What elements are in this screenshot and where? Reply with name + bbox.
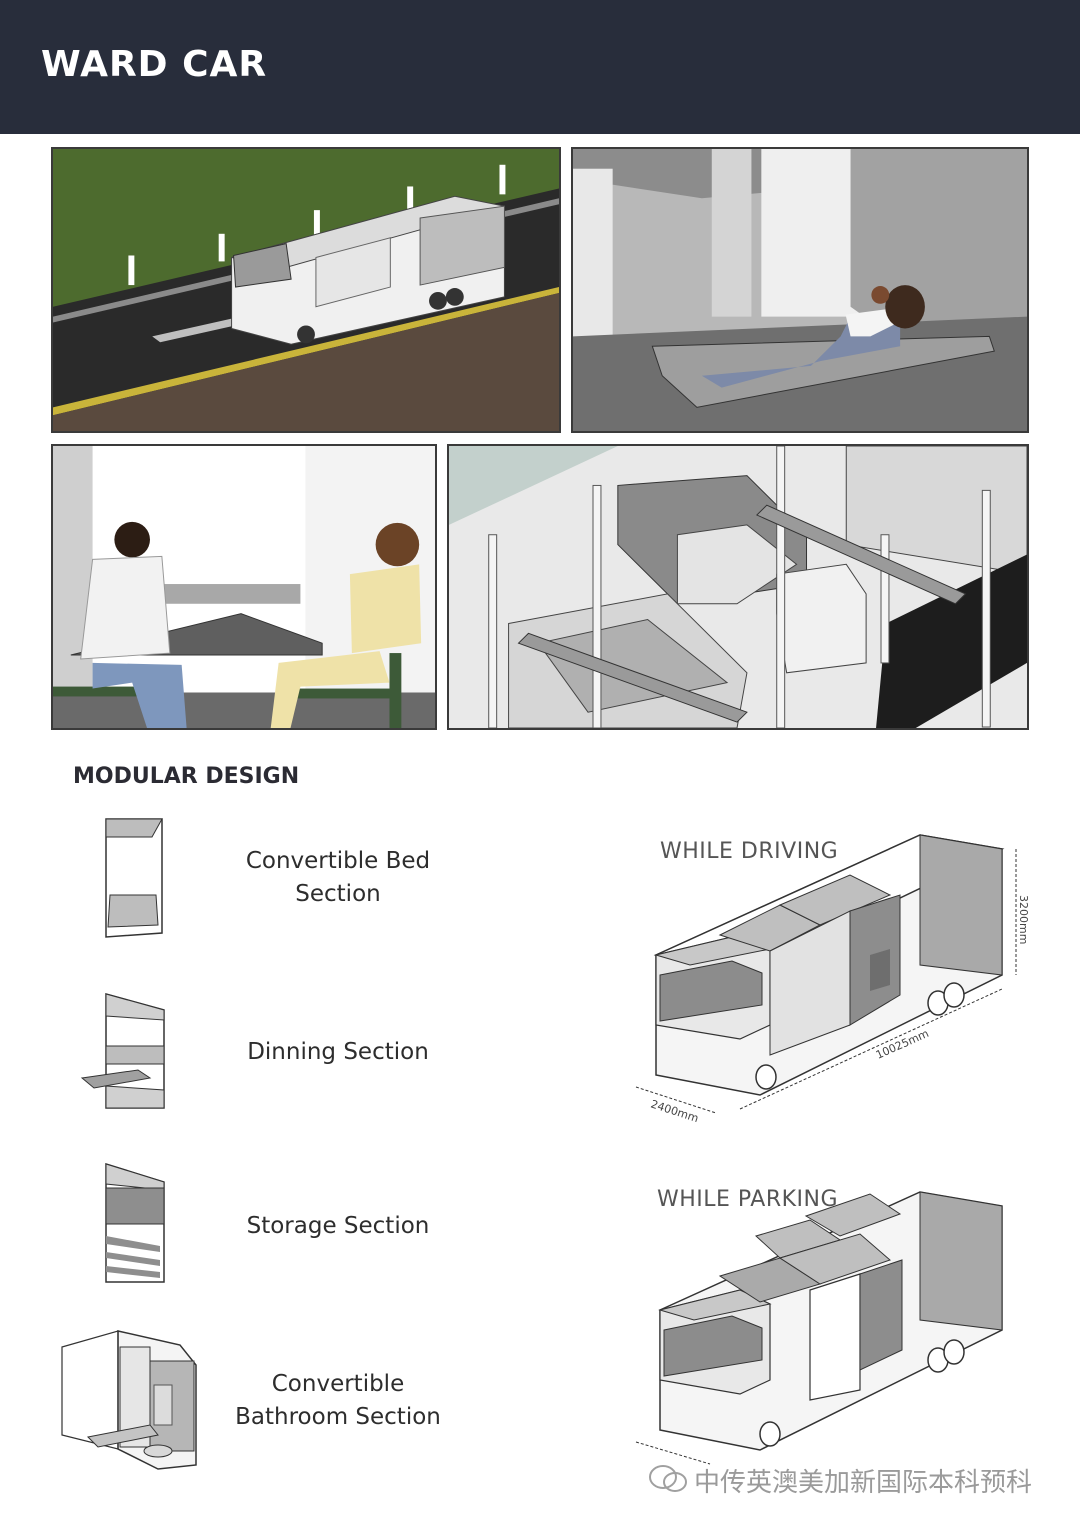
wechat-icon	[648, 1463, 688, 1500]
width-dimension: 2400mm	[649, 1097, 700, 1125]
bathroom-module-icon	[58, 1325, 200, 1473]
bathroom-section-label: Convertible Bathroom Section	[235, 1371, 441, 1430]
modular-design-heading: MODULAR DESIGN	[73, 764, 300, 789]
dining-module-icon	[78, 990, 170, 1114]
page-title: WARD CAR	[41, 44, 268, 85]
street-exterior-render	[51, 147, 561, 433]
dining-section-label: Dinning Section	[247, 1039, 429, 1065]
while-driving-label: WHILE DRIVING	[660, 839, 839, 864]
while-parking-label: WHILE PARKING	[657, 1187, 839, 1212]
watermark-text: 中传英澳美加新国际本科预科	[694, 1468, 1033, 1498]
storage-section-label: Storage Section	[246, 1213, 430, 1239]
dining-interior-render	[51, 444, 437, 730]
storage-module-icon	[100, 1160, 170, 1288]
bed-interior-render	[571, 147, 1029, 433]
driving-vehicle-drawing: 3200mm 10025mm 2400mm	[620, 825, 1040, 1125]
bed-module-icon	[100, 815, 168, 940]
modular-structure-render	[447, 444, 1029, 730]
page-header: WARD CAR	[0, 0, 1080, 134]
parking-vehicle-drawing	[620, 1180, 1040, 1470]
bed-section-label: Convertible Bed Section	[245, 848, 431, 907]
height-dimension: 3200mm	[1017, 895, 1030, 944]
